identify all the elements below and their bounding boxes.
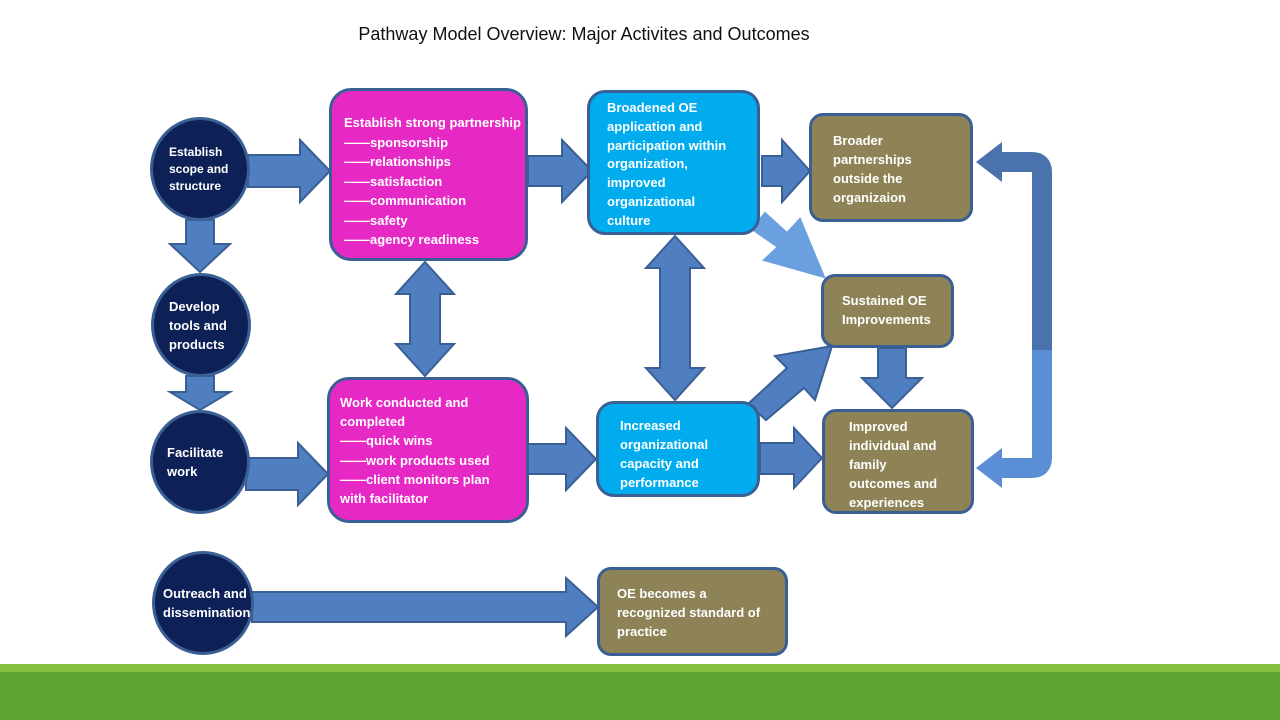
partnership-item: ——relationships — [344, 154, 451, 169]
partnership-item: ——sponsorship — [344, 134, 449, 150]
broader-line: Broader — [833, 133, 883, 148]
stage-outreach-line-1: Outreach and — [163, 586, 247, 601]
broadened-line: participation within — [607, 137, 727, 153]
stage-establish-line-2: scope and — [169, 161, 229, 176]
arrow-broadened-capacity — [643, 234, 707, 402]
stage-facilitate-work: Facilitate work — [150, 410, 250, 514]
standard-of-practice-box: OE becomes a recognized standard of prac… — [597, 567, 788, 656]
broadened-line: organizational — [607, 193, 696, 209]
broader-line: organizaion — [833, 190, 906, 205]
capacity-line: capacity and — [620, 456, 699, 471]
improved-line: family — [849, 457, 887, 472]
arrow-broadened-to-broader — [761, 137, 812, 205]
standard-line: recognized standard of — [617, 605, 761, 620]
stage-develop-line-3: products — [169, 336, 225, 352]
footer-band-dark — [0, 672, 1280, 720]
arrow-outreach-to-standard — [251, 575, 600, 639]
sustained-line: Sustained OE — [842, 293, 927, 308]
feedback-loop-lower — [1000, 348, 1052, 478]
standard-line: OE becomes a — [617, 586, 707, 601]
improved-line: experiences — [849, 495, 925, 510]
work-item: ——client monitors plan — [340, 471, 490, 487]
arrow-partnership-work — [393, 260, 457, 378]
partnership-item: ——satisfaction — [344, 173, 443, 189]
stage-outreach: Outreach and dissemination — [152, 551, 254, 655]
broader-partnerships-box: Broader partnerships outside the organiz… — [809, 113, 973, 222]
stage-establish-scope: Establish scope and structure — [150, 117, 250, 221]
broadened-oe-box: Broadened OE application and participati… — [587, 90, 760, 235]
stage-establish-line-1: Establish — [169, 144, 223, 159]
work-item: ——work products used — [340, 452, 490, 468]
arrow-develop-to-facilitate — [166, 375, 234, 412]
arrow-work-to-capacity — [527, 425, 598, 493]
work-box: Work conducted and completed ——quick win… — [327, 377, 529, 523]
partnership-item: ——agency readiness — [344, 232, 480, 247]
broader-line: outside the — [833, 171, 903, 186]
partnership-heading: Establish strong partnership — [344, 115, 521, 130]
arrow-capacity-to-sustained — [746, 344, 834, 422]
partnership-item: ——communication — [344, 193, 467, 208]
stage-establish-line-3: structure — [169, 178, 222, 193]
stage-outreach-line-2: dissemination — [163, 605, 251, 620]
footer-band-light — [0, 664, 1280, 672]
sustained-line: Improvements — [842, 312, 931, 327]
work-item: ——quick wins — [340, 433, 433, 449]
arrow-establish-to-partnership — [247, 137, 332, 205]
improved-outcomes-box: Improved individual and family outcomes … — [822, 409, 974, 514]
partnership-box: Establish strong partnership ——sponsorsh… — [329, 88, 528, 261]
feedback-loop-upper — [1000, 152, 1052, 350]
stage-develop-line-2: tools and — [169, 317, 227, 333]
stage-develop-tools: Develop tools and products — [151, 273, 251, 377]
work-heading-line-1: Work conducted and — [340, 395, 469, 410]
broadened-line: culture — [607, 212, 651, 228]
sustained-oe-box: Sustained OE Improvements — [821, 274, 954, 348]
stage-facilitate-line-2: work — [167, 464, 198, 479]
arrow-partnership-to-broadened — [527, 137, 594, 205]
broadened-line: organization, — [607, 156, 688, 172]
capacity-line: organizational — [620, 437, 709, 452]
broadened-line: improved — [607, 175, 666, 191]
arrow-establish-to-develop — [167, 219, 233, 274]
improved-line: Improved — [849, 419, 908, 434]
arrow-facilitate-to-work — [245, 440, 330, 508]
stage-develop-line-1: Develop — [169, 298, 220, 314]
capacity-line: Increased — [620, 418, 681, 433]
arrow-sustained-to-improved — [859, 347, 925, 410]
broader-line: partnerships — [833, 152, 912, 167]
page-title: Pathway Model Overview: Major Activites … — [358, 24, 810, 44]
broadened-line: application and — [607, 118, 703, 134]
feedback-loop-arrowhead-upper — [976, 142, 1002, 182]
broadened-line: Broadened OE — [607, 100, 698, 115]
capacity-line: performance — [620, 475, 699, 490]
work-heading-line-2: completed — [340, 414, 406, 430]
improved-line: outcomes and — [849, 476, 938, 491]
arrow-broadened-to-sustained — [750, 211, 826, 279]
improved-line: individual and — [849, 438, 937, 453]
capacity-box: Increased organizational capacity and pe… — [596, 401, 760, 497]
arrow-capacity-to-improved — [759, 425, 824, 491]
partnership-item: ——safety — [344, 212, 408, 228]
feedback-loop-arrowhead-lower — [976, 448, 1002, 488]
standard-line: practice — [617, 624, 667, 639]
work-item-tail: with facilitator — [340, 491, 429, 507]
stage-facilitate-line-1: Facilitate — [167, 445, 224, 460]
